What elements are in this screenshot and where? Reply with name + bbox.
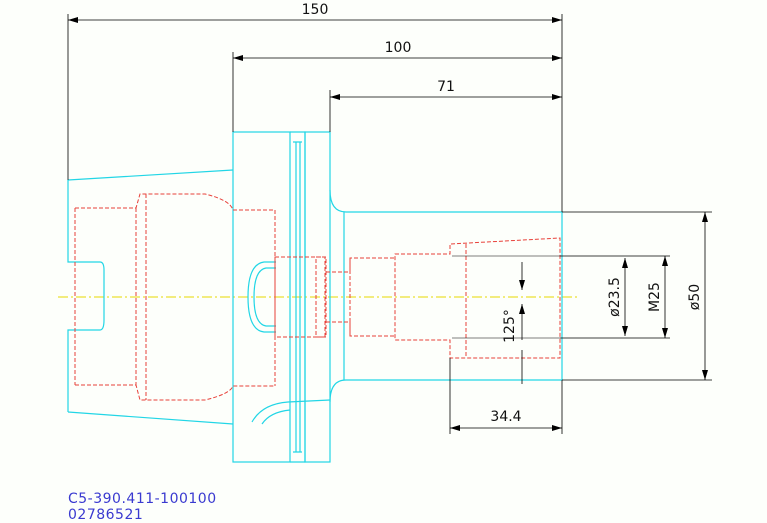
hidden-lines	[74, 193, 561, 401]
tool-outline	[67, 131, 563, 463]
dimension-lines	[67, 14, 712, 434]
dim-d50-label: ø50	[687, 284, 703, 310]
dim-150-label: 150	[302, 2, 329, 18]
dim-100-label: 100	[385, 40, 412, 56]
part-code: 02786521	[68, 507, 144, 523]
part-number: C5-390.411-100100	[68, 491, 217, 507]
thread-lines	[452, 255, 560, 339]
dim-d235-label: ø23.5	[607, 277, 623, 317]
dim-angle-label: 125°	[502, 309, 518, 343]
dim-71-label: 71	[437, 79, 455, 95]
dim-344-label: 34.4	[490, 409, 521, 425]
dim-m25-label: M25	[647, 282, 663, 312]
